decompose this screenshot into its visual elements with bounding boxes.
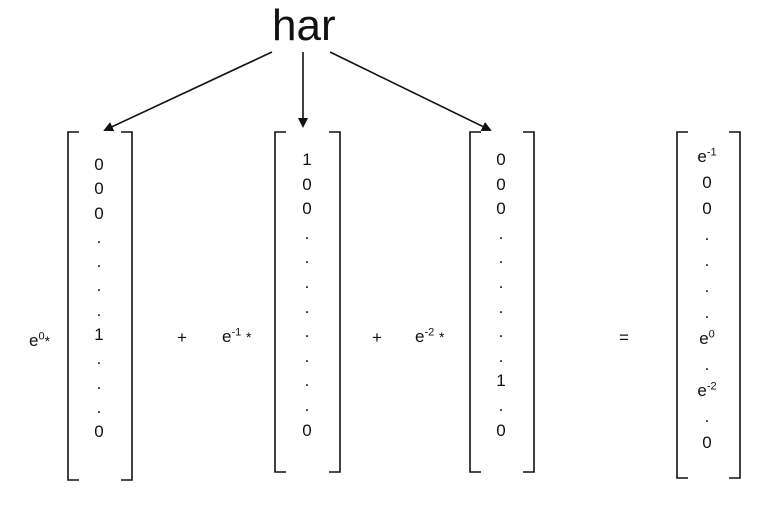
vector-1-entries: 0 0 0 . . . . 1 . . . 0 [88, 153, 110, 445]
vector-3-entry: 0 [496, 420, 506, 440]
result-entries: e-1 0 0 . . . . e0 . e-2 . 0 [690, 144, 724, 456]
plus-operator-1: + [177, 328, 187, 347]
result-entry: . [704, 407, 710, 426]
vector-1-entry: . [96, 397, 102, 417]
vector-2-entry: . [304, 371, 310, 391]
result-brackets [676, 131, 741, 479]
vector-2-entry: 0 [302, 199, 312, 219]
vector-2-entry: . [304, 223, 310, 243]
plus-operator-2: + [372, 328, 382, 347]
result-entry: . [704, 303, 710, 322]
vector-1-entry: . [96, 349, 102, 369]
vector-1-entry: . [96, 276, 102, 296]
vector-2-entry: 0 [302, 420, 312, 440]
result-entry: . [704, 277, 710, 296]
vector-2-entry: . [304, 272, 310, 292]
vector-1-entry: 0 [94, 203, 104, 223]
vector-2-entry: . [304, 297, 310, 317]
vector-3-entry: . [498, 395, 504, 415]
coefficient-1-exp: 0 [38, 330, 45, 343]
title-har: har [272, 1, 336, 50]
coefficient-2: e-1 * [222, 327, 251, 347]
vector-2-entry: . [304, 248, 310, 268]
result-entry: e-1 [697, 146, 717, 166]
vector-1-entry: . [96, 300, 102, 320]
vector-3-entry: 1 [496, 371, 506, 391]
vector-2-entry: 1 [302, 150, 312, 169]
coefficient-2-base: e [222, 327, 232, 346]
result-entry: e-2 [697, 380, 717, 400]
vector-2-entry: . [304, 322, 310, 342]
vector-2-entry: . [304, 346, 310, 366]
coefficient-3: e-2 * [415, 327, 444, 347]
vector-3-entry: 0 [496, 199, 506, 219]
vector-3-entry: 0 [496, 150, 506, 169]
coefficient-1: e0* [29, 331, 50, 351]
vector-1-entry: . [96, 373, 102, 393]
coefficient-3-star: * [438, 329, 445, 345]
vector-2-brackets [274, 131, 341, 473]
vector-3-entry: 0 [496, 174, 506, 194]
vector-3-entry: . [498, 322, 504, 342]
coefficient-2-exp: -1 [231, 326, 242, 339]
vector-1-entry: 1 [94, 325, 104, 345]
vector-2-entries: 1 0 0 . . . . . . . . 0 [296, 148, 318, 443]
result-entry: 0 [702, 433, 712, 452]
vector-1-brackets [67, 131, 133, 481]
vector-3-entries: 0 0 0 . . . . . . 1 . 0 [490, 148, 512, 443]
result-entry: . [704, 251, 710, 270]
coefficient-2-star: * [245, 329, 252, 345]
arrow-to-vector-1 [103, 51, 273, 132]
vector-2-entry: . [304, 395, 310, 415]
vector-1-entry: 0 [94, 179, 104, 199]
arrow-to-vector-3 [329, 51, 492, 131]
vector-2-entry: 0 [302, 174, 312, 194]
vector-1-entry: . [96, 227, 102, 247]
vector-1-entry: . [96, 252, 102, 272]
equals-operator: = [619, 328, 629, 347]
result-entry: . [704, 355, 710, 374]
vector-3-entry: . [498, 272, 504, 292]
coefficient-1-base: e [29, 331, 39, 350]
result-entry: 0 [702, 173, 712, 192]
vector-3-entry: . [498, 223, 504, 243]
vector-3-brackets [469, 131, 535, 473]
result-entry: 0 [702, 199, 712, 218]
coefficient-1-star: * [44, 333, 51, 349]
vector-1-entry: 0 [94, 422, 104, 442]
vector-3-entry: . [498, 297, 504, 317]
result-entry: e0 [699, 328, 715, 348]
vector-1-entry: 0 [94, 155, 104, 174]
coefficient-3-exp: -2 [424, 326, 435, 339]
result-entry: . [704, 225, 710, 244]
coefficient-3-base: e [415, 327, 425, 346]
vector-3-entry: . [498, 248, 504, 268]
vector-3-entry: . [498, 346, 504, 366]
